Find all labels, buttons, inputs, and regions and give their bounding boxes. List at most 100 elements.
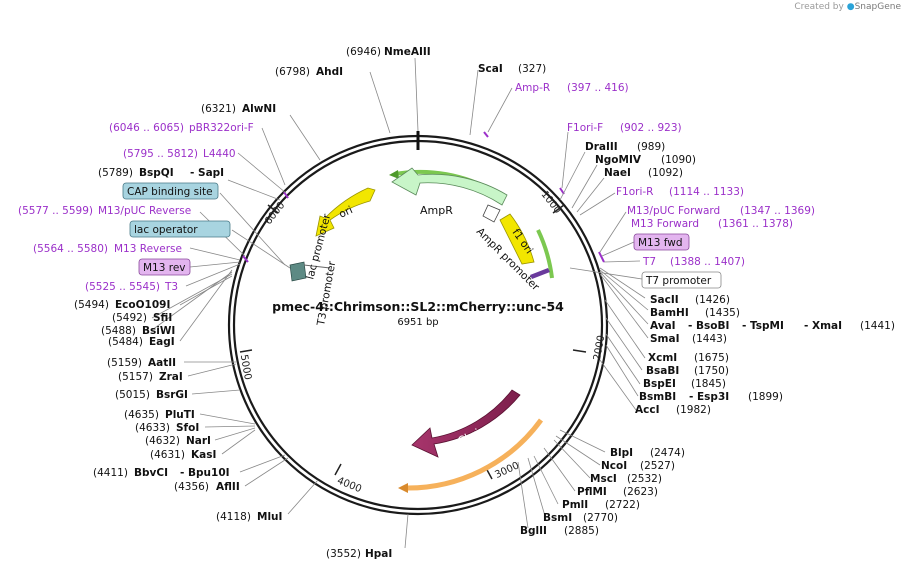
orf-arc-chrimson-arrow <box>398 483 408 493</box>
site-name-2: - Esp3I <box>689 391 729 403</box>
site-name: BspEI <box>643 378 676 390</box>
primer-m13-reverse[interactable]: (5564 .. 5580) M13 Reverse <box>33 243 182 255</box>
leader-f1orif <box>561 131 569 189</box>
leader-blpi <box>559 429 606 453</box>
site-sfii[interactable]: (5492) SfiI <box>112 312 172 324</box>
site-sfoi[interactable]: (4633) SfoI <box>135 422 199 434</box>
site-eagi[interactable]: (5484) EagI <box>108 336 175 348</box>
site-bsmbi[interactable]: BsmBI - Esp3I (1899) <box>639 391 783 403</box>
feature-ori[interactable]: ori <box>315 187 376 237</box>
box-bg <box>138 258 191 276</box>
leader-hpai <box>404 513 409 549</box>
site-bglii[interactable]: BglII (2885) <box>520 525 599 537</box>
site-aflii[interactable]: (4356) AflII <box>174 481 240 493</box>
primer-range: (6046 .. 6065) <box>109 122 184 134</box>
site-bamhi[interactable]: BamHI (1435) <box>650 307 740 319</box>
site-name: BglII <box>520 525 547 537</box>
site-ecoo109i[interactable]: (5494) EcoO109I <box>74 299 170 311</box>
box-bg <box>633 233 690 251</box>
site-zrai[interactable]: (5157) ZraI <box>118 371 183 383</box>
site-pos: (989) <box>637 141 665 153</box>
site-naei[interactable]: NaeI (1092) <box>604 167 683 179</box>
primer-l4440[interactable]: (5795 .. 5812) L4440 <box>123 148 236 160</box>
leader-lines <box>151 57 649 549</box>
box-m13-rev[interactable]: M13 rev <box>138 258 191 276</box>
site-pmli[interactable]: PmlI (2722) <box>562 499 640 511</box>
primer-m13puc-fwd[interactable]: M13/pUC Forward (1347 .. 1369) <box>627 205 815 217</box>
site-bsabi[interactable]: BsaBI (1750) <box>646 365 729 377</box>
ampr-promoter-box <box>482 204 501 223</box>
box-cap-binding-site[interactable]: CAP binding site <box>122 182 219 200</box>
site-draiii[interactable]: DraIII (989) <box>585 141 665 153</box>
leader-ecoo109i <box>179 275 233 306</box>
primer-name: M13/pUC Reverse <box>98 205 191 217</box>
site-sacii[interactable]: SacII (1426) <box>650 294 730 306</box>
site-bsiwi[interactable]: (5488) BsiWI <box>101 325 175 337</box>
site-pos: (1090) <box>661 154 696 166</box>
site-avai[interactable]: AvaI - BsoBI - TspMI - XmaI (1441) <box>650 320 895 332</box>
site-pluti[interactable]: (4635) PluTI <box>124 409 195 421</box>
site-msci[interactable]: MscI (2532) <box>590 473 662 485</box>
site-bsrgi[interactable]: (5015) BsrGI <box>115 389 188 401</box>
site-name: NarI <box>186 435 211 447</box>
box-t7-promoter[interactable]: T7 promoter <box>641 271 722 289</box>
primer-m13-forward[interactable]: M13 Forward (1361 .. 1378) <box>631 218 793 230</box>
primer-t3[interactable]: (5525 .. 5545) T3 <box>85 281 178 293</box>
site-name: SmaI <box>650 333 680 345</box>
site-alwni[interactable]: (6321) AlwNI <box>201 103 276 115</box>
site-ngomiv[interactable]: NgoMIV (1090) <box>595 154 696 166</box>
primer-range: (5564 .. 5580) <box>33 243 108 255</box>
site-pos: (4632) <box>145 435 180 447</box>
site-name: MscI <box>590 473 617 485</box>
leader-pbr322 <box>261 127 286 186</box>
site-name: NgoMIV <box>595 154 642 166</box>
site-ahdi[interactable]: (6798) AhdI <box>275 66 343 78</box>
feature-ampr[interactable]: AmpR <box>391 167 508 217</box>
primer-m13puc-rev[interactable]: (5577 .. 5599) M13/pUC Reverse <box>18 205 191 217</box>
site-nari[interactable]: (4632) NarI <box>145 435 211 447</box>
site-name-2: - BsoBI <box>688 320 729 332</box>
primer-ampr[interactable]: Amp-R (397 .. 416) <box>515 82 629 94</box>
site-pos: (1426) <box>695 294 730 306</box>
box-lac-operator[interactable]: lac operator <box>129 220 231 238</box>
primer-pbr322ori-f[interactable]: (6046 .. 6065) pBR322ori-F <box>109 122 254 134</box>
site-pos: (6946) <box>346 46 381 58</box>
site-acci[interactable]: AccI (1982) <box>635 404 711 416</box>
primer-t7[interactable]: T7 (1388 .. 1407) <box>642 256 745 268</box>
credit-brand: SnapGene <box>854 2 901 12</box>
site-blpi[interactable]: BlpI (2474) <box>610 447 685 459</box>
site-ncoi[interactable]: NcoI (2527) <box>601 460 675 472</box>
site-bbvci[interactable]: (4411) BbvCI - Bpu10I <box>93 467 230 479</box>
snapgene-credit: Created by ●SnapGene <box>794 2 901 12</box>
site-nmeaiii[interactable]: (6946) NmeAIII <box>346 46 431 58</box>
site-name: BsmI <box>543 512 572 524</box>
leader-bsrgi <box>191 389 241 395</box>
box-m13-fwd[interactable]: M13 fwd <box>633 233 690 251</box>
site-aatii[interactable]: (5159) AatII <box>107 357 176 369</box>
leader-bamhi <box>599 269 649 311</box>
site-bspei[interactable]: BspEI (1845) <box>643 378 726 390</box>
primer-f1ori-r[interactable]: F1ori-R (1114 .. 1133) <box>616 186 744 198</box>
leader-pflmi <box>543 447 576 492</box>
site-pos: (6798) <box>275 66 310 78</box>
primer-f1ori-f[interactable]: F1ori-F (902 .. 923) <box>567 122 682 134</box>
leader-pmli <box>533 455 559 505</box>
site-mlui[interactable]: (4118) MluI <box>216 511 282 523</box>
site-kasi[interactable]: (4631) KasI <box>150 449 216 461</box>
leader-naei <box>576 177 605 213</box>
leader-bglii <box>517 461 529 529</box>
site-xcmi[interactable]: XcmI (1675) <box>648 352 729 364</box>
site-pos: (1982) <box>676 404 711 416</box>
box-text: lac operator <box>134 224 198 236</box>
site-bsmi[interactable]: BsmI (2770) <box>543 512 618 524</box>
site-scai[interactable]: ScaI (327) <box>478 63 546 75</box>
site-hpai[interactable]: (3552) HpaI <box>326 548 392 560</box>
site-pflmi[interactable]: PflMI (2623) <box>577 486 658 498</box>
site-bspqi[interactable]: (5789) BspQI - SapI <box>98 167 224 179</box>
site-name: AhdI <box>316 66 343 78</box>
site-smai[interactable]: SmaI (1443) <box>650 333 727 345</box>
site-name: AlwNI <box>242 103 276 115</box>
primer-name: L4440 <box>203 148 236 160</box>
tick-2000 <box>572 349 587 353</box>
feature-chrimson[interactable]: Chrimson <box>411 389 521 458</box>
